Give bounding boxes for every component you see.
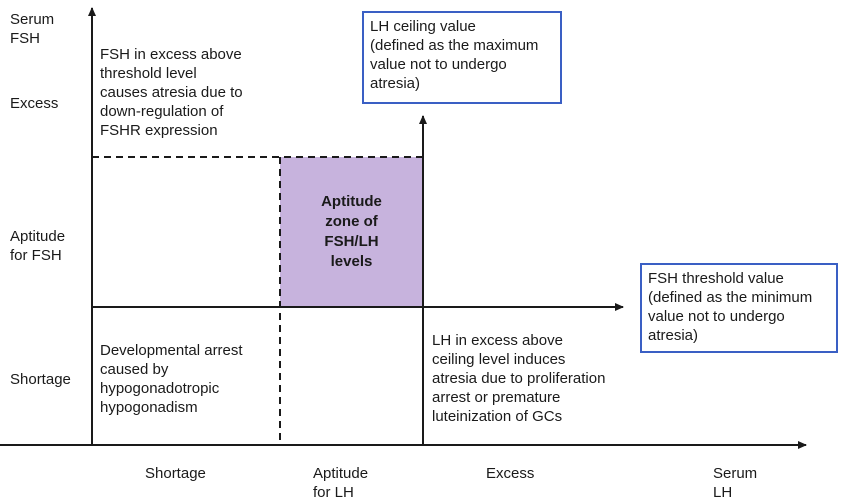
note-developmental-arrest: Developmental arrest caused by hypogonad…	[100, 342, 243, 416]
x-level-excess: Excess	[486, 465, 535, 482]
aptitude-zone-label: Aptitude zone of FSH/LH levels	[321, 193, 382, 270]
x-level-aptitude: Aptitude for LH	[313, 465, 369, 501]
y-level-shortage: Shortage	[10, 371, 71, 388]
x-level-shortage: Shortage	[145, 465, 206, 482]
y-level-excess: Excess	[10, 95, 59, 112]
aptitude-zone	[280, 157, 423, 307]
lh-ceiling-box: LH ceiling value (defined as the maximum…	[362, 11, 562, 104]
y-axis-title: Serum FSH	[10, 11, 55, 47]
fsh-threshold-box: FSH threshold value (defined as the mini…	[640, 263, 838, 353]
x-axis-title: Serum LH	[713, 465, 758, 501]
note-lh-excess: LH in excess above ceiling level induces…	[432, 332, 606, 425]
y-level-aptitude: Aptitude for FSH	[10, 228, 66, 264]
note-fsh-excess: FSH in excess above threshold level caus…	[100, 46, 243, 139]
